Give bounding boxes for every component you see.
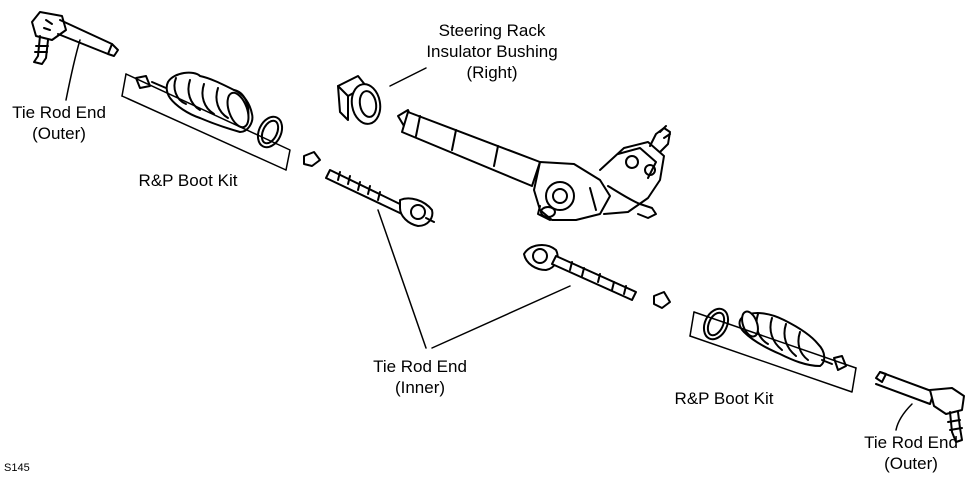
inner-tie-rod-left <box>303 151 435 227</box>
label-line: (Outer) <box>884 454 938 473</box>
steering-rack-insulator-bushing <box>337 67 427 125</box>
leader-lines <box>65 39 913 431</box>
label-tie-rod-end-outer-right: Tie Rod End (Outer) <box>856 432 966 474</box>
label-tie-rod-end-outer-left: Tie Rod End (Outer) <box>4 102 114 144</box>
label-tie-rod-end-inner: Tie Rod End (Inner) <box>364 356 476 398</box>
label-line: R&P Boot Kit <box>674 389 774 408</box>
label-line: Insulator Bushing <box>426 42 558 61</box>
label-line: Tie Rod End <box>12 103 106 122</box>
label-line: (Outer) <box>32 124 86 143</box>
rp-boot-kit-left <box>121 71 291 171</box>
label-line: (Inner) <box>394 378 446 397</box>
label-line: Tie Rod End <box>373 357 467 376</box>
label-line: Steering Rack <box>438 21 546 40</box>
inner-tie-rod-right <box>523 244 671 309</box>
rp-boot-kit-right <box>689 307 857 393</box>
label-line: Tie Rod End <box>864 433 958 452</box>
label-line: (Right) <box>466 63 518 82</box>
label-boot-kit-left: R&P Boot Kit <box>128 170 248 191</box>
figure-id: S145 <box>4 462 30 474</box>
label-line: R&P Boot Kit <box>138 171 238 190</box>
steering-rack-housing <box>397 109 671 221</box>
label-bushing: Steering Rack Insulator Bushing (Right) <box>412 20 572 83</box>
label-boot-kit-right: R&P Boot Kit <box>664 388 784 409</box>
outer-tie-rod-end-left <box>31 11 119 65</box>
outer-tie-rod-end-right <box>875 371 965 443</box>
